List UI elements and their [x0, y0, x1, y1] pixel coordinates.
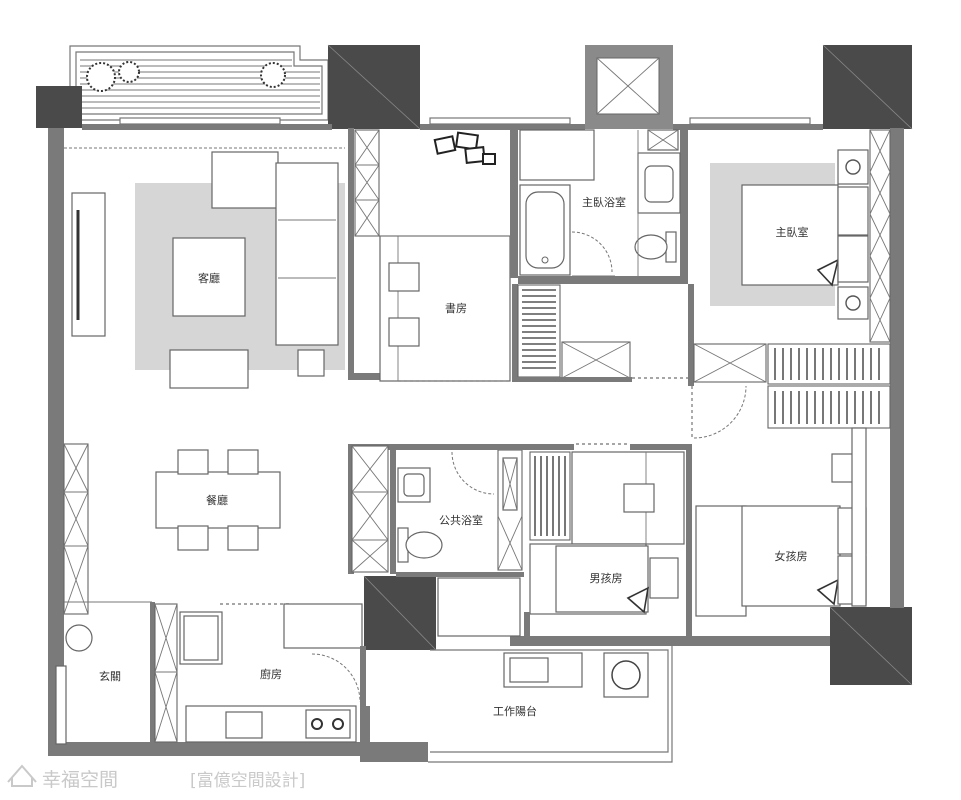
master-bedroom — [710, 129, 891, 343]
plant-icon — [118, 61, 140, 83]
watermark-studio: [富億空間設計] — [190, 771, 305, 791]
label-living: 客廳 — [198, 271, 220, 285]
label-public-bath: 公共浴室 — [439, 513, 483, 527]
label-kitchen: 廚房 — [260, 667, 282, 681]
label-master-bedroom: 主臥室 — [776, 225, 809, 239]
windows — [119, 117, 811, 125]
toilet-icon — [397, 527, 443, 563]
house-outline-icon — [7, 764, 37, 787]
front-balcony — [69, 45, 329, 121]
public-bath — [348, 444, 524, 637]
master-bath — [510, 128, 688, 284]
label-entrance: 玄關 — [99, 669, 121, 683]
label-study: 書房 — [445, 301, 467, 315]
watermark: 幸福空間 [富億空間設計] — [7, 764, 305, 791]
label-service-balcony: 工作陽台 — [493, 704, 537, 718]
entrance-kitchen — [55, 601, 370, 746]
study-room — [348, 128, 511, 382]
plant-icon — [86, 62, 116, 92]
label-boys-room: 男孩房 — [590, 572, 623, 585]
label-girls-room: 女孩房 — [775, 549, 808, 563]
room-labels: 客廳 書房 主臥浴室 主臥室 餐廳 公共浴室 男孩房 女孩房 玄關 廚房 工作陽… — [99, 195, 809, 718]
shaft-box — [585, 45, 673, 129]
interior-walls — [360, 284, 694, 746]
exterior-walls — [48, 124, 904, 763]
wardrobe-hall — [688, 342, 891, 440]
toilet-icon — [634, 231, 677, 263]
dining-area — [63, 443, 281, 615]
label-master-bath: 主臥浴室 — [582, 195, 626, 209]
living-room — [64, 147, 345, 389]
wardrobe — [512, 284, 690, 382]
washing-machine-icon — [611, 660, 641, 690]
label-dining: 餐廳 — [206, 493, 228, 507]
boys-room — [494, 444, 692, 638]
pillow-icon — [433, 131, 496, 165]
service-balcony — [503, 652, 649, 698]
structural-columns — [36, 44, 913, 686]
plant-icon — [260, 62, 286, 88]
watermark-brand: 幸福空間 — [42, 769, 118, 791]
girls-room — [695, 427, 867, 617]
